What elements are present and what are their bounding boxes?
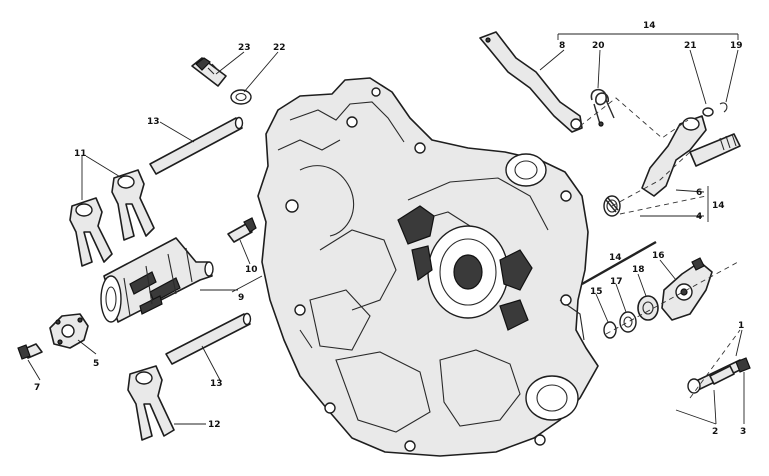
fork-shaft-lower bbox=[165, 312, 252, 365]
spacer bbox=[619, 311, 637, 333]
callout-14-middle: 14 bbox=[609, 253, 622, 263]
callout-3: 3 bbox=[740, 427, 746, 437]
callout-18: 18 bbox=[632, 265, 645, 275]
lever-spring bbox=[590, 88, 615, 127]
callout-13-lower: 13 bbox=[210, 379, 223, 389]
shaft-bracket bbox=[661, 257, 713, 321]
fork-shaft-upper bbox=[149, 116, 244, 175]
detent-bolt bbox=[227, 217, 257, 243]
star-plate-screw bbox=[17, 343, 43, 360]
callout-9: 9 bbox=[238, 293, 244, 303]
callout-11: 11 bbox=[74, 149, 87, 159]
bolt-pair bbox=[687, 357, 751, 394]
callout-16: 16 bbox=[652, 251, 665, 261]
drum-star-plate bbox=[49, 313, 89, 349]
callout-15: 15 bbox=[590, 287, 603, 297]
callout-8: 8 bbox=[559, 41, 565, 51]
selector-fork-single bbox=[127, 365, 175, 441]
seal-ring bbox=[603, 321, 617, 339]
callout-10: 10 bbox=[245, 265, 258, 275]
callout-20: 20 bbox=[592, 41, 605, 51]
callout-17: 17 bbox=[610, 277, 623, 287]
seal-washer bbox=[637, 295, 659, 321]
callout-23: 23 bbox=[238, 43, 251, 53]
shift-shaft bbox=[641, 115, 741, 197]
callout-4: 4 bbox=[696, 212, 702, 222]
oil-plug bbox=[191, 57, 227, 87]
callout-7: 7 bbox=[34, 383, 40, 393]
shaft-clip bbox=[702, 102, 728, 117]
callout-13-upper: 13 bbox=[147, 117, 160, 127]
crankcase-half bbox=[257, 77, 599, 457]
callout-14-right: 14 bbox=[712, 201, 725, 211]
callout-6-right: 6 bbox=[696, 188, 702, 198]
selector-drum bbox=[100, 237, 214, 323]
callout-14-top: 14 bbox=[643, 21, 656, 31]
callout-labels: 23 22 13 11 10 9 5 7 13 12 14 8 20 21 19… bbox=[34, 21, 746, 437]
selector-fork-pair bbox=[69, 169, 155, 267]
callout-12: 12 bbox=[208, 420, 221, 430]
callout-19: 19 bbox=[730, 41, 743, 51]
shift-pawl-lever bbox=[479, 31, 583, 133]
callout-1: 1 bbox=[738, 321, 744, 331]
callout-2: 2 bbox=[712, 427, 718, 437]
plug-washer bbox=[230, 89, 252, 105]
callout-22: 22 bbox=[273, 43, 286, 53]
callout-5: 5 bbox=[93, 359, 99, 369]
callout-21: 21 bbox=[684, 41, 697, 51]
leader-lines bbox=[27, 33, 745, 425]
